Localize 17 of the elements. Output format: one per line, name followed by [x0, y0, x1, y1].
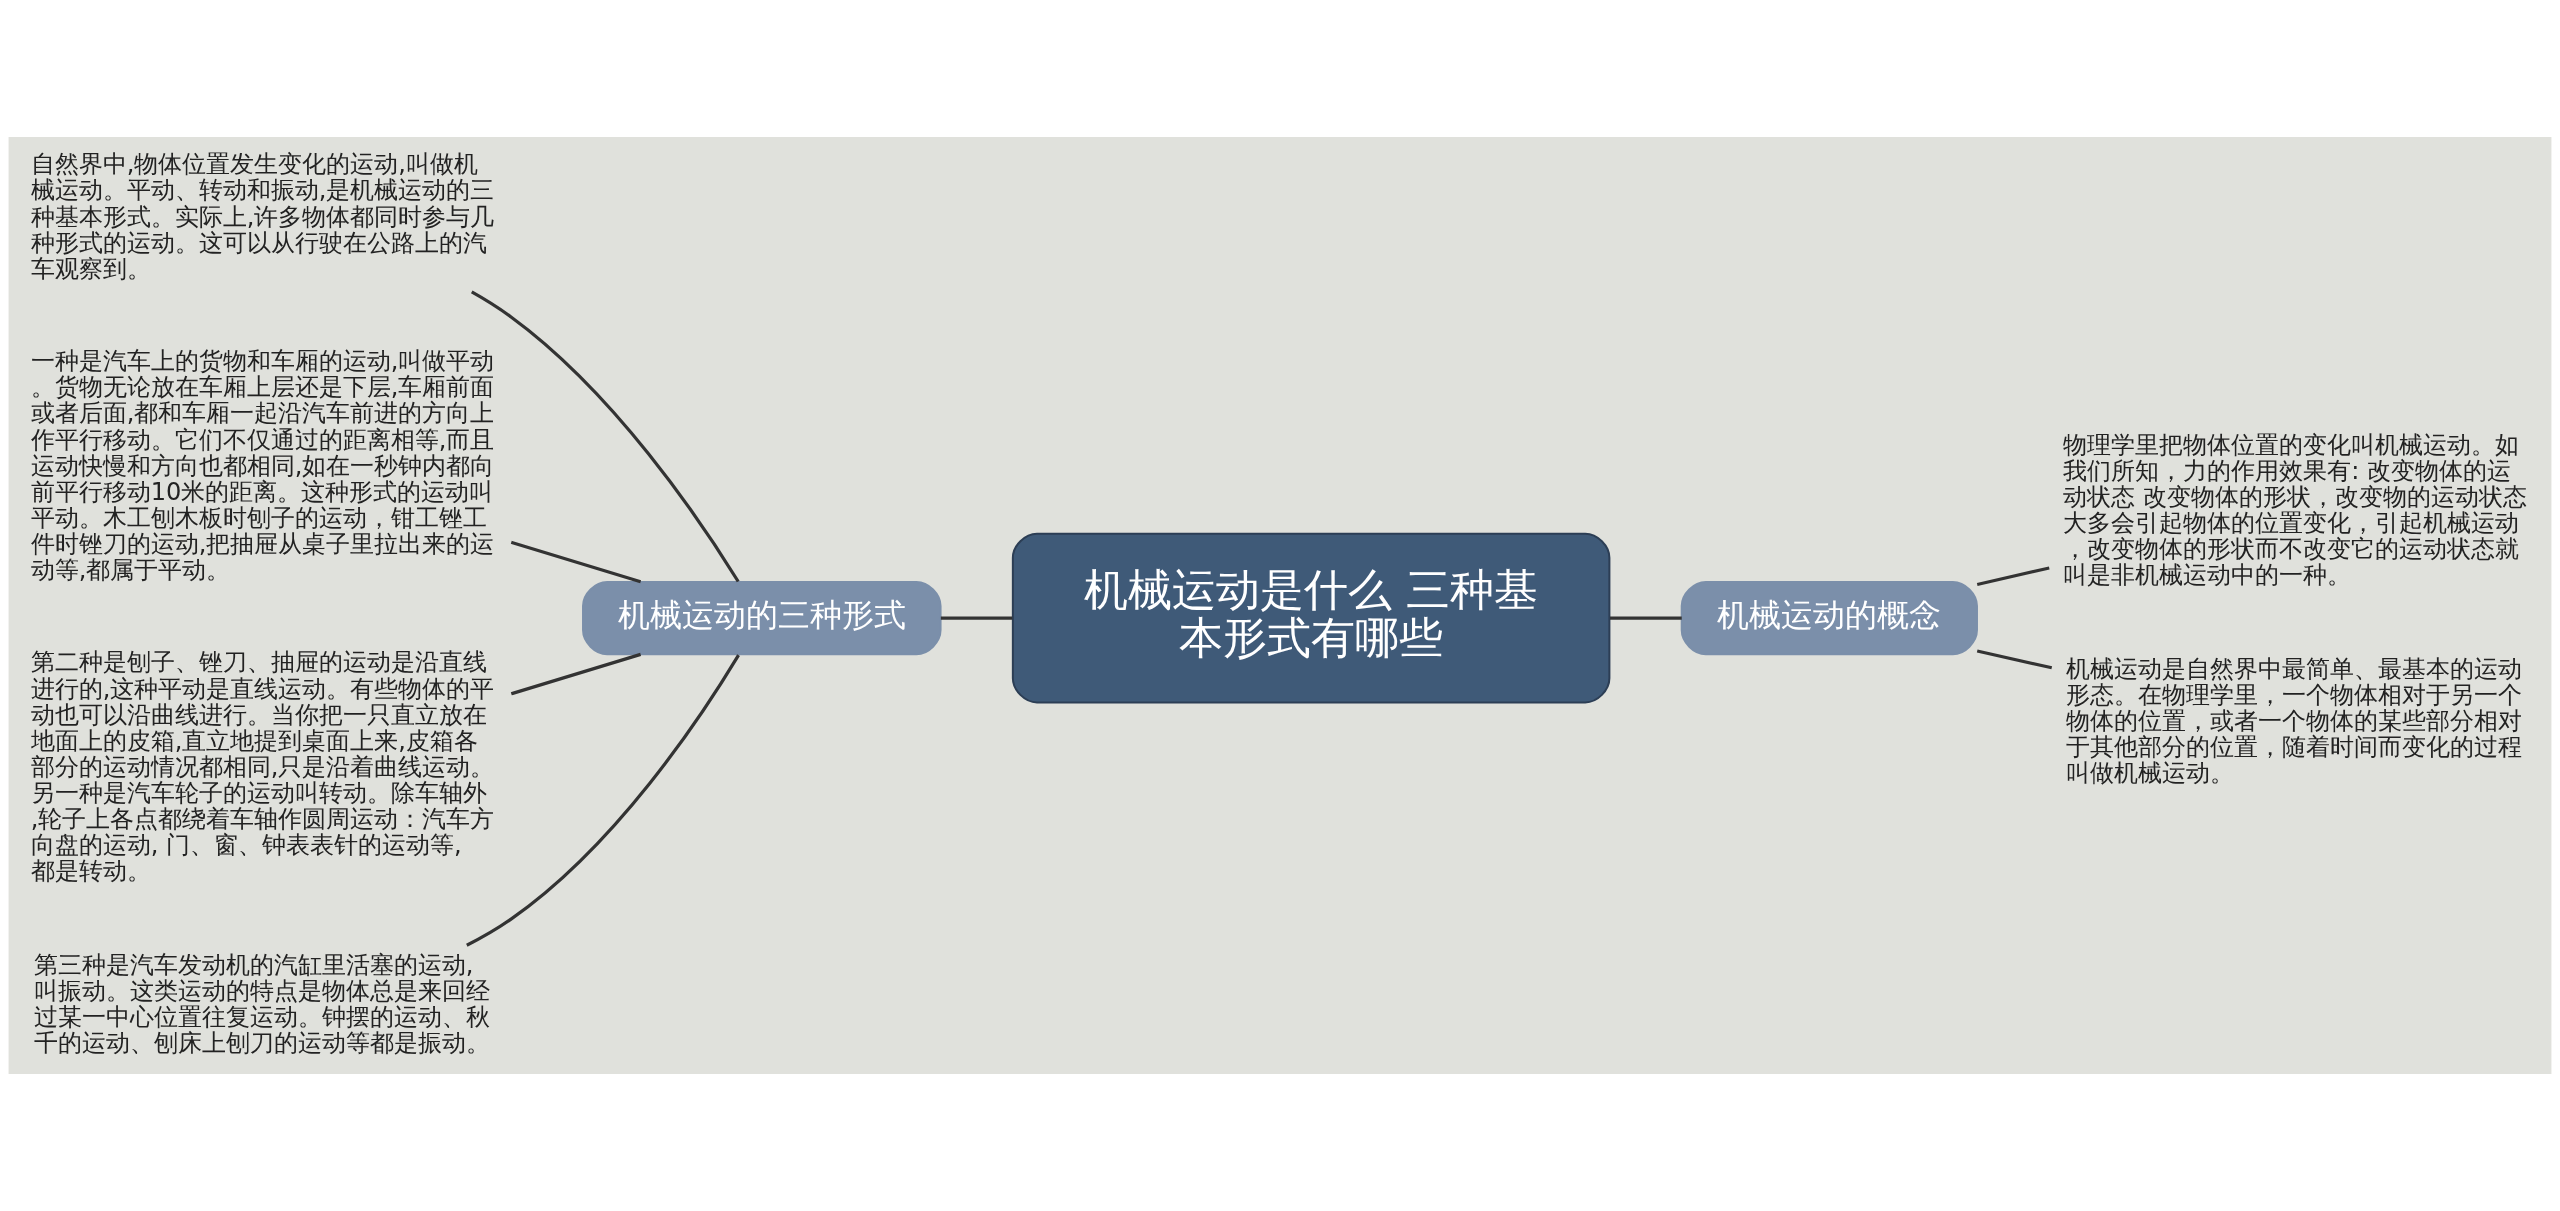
node-text: 物理学里把物体位置的变化叫机械运动。如我们所知，力的作用效果有: 改变物体的运动状态 改变物体的形状，改变物的运动状态大多会引起物体的位置变化，引起机械运动，改变物体的形状而不改变它的运动状态就叫是非机械运动中的一种。: [2063, 430, 2528, 590]
node-text: 第三种是汽车发动机的汽缸里活塞的运动, 叫振动。这类运动的特点是物体总是来回经过某一中心位置往复运动。钟摆的运动、秋千的运动、刨床上刨刀的运动等都是振动。: [33, 950, 490, 1058]
connector: [466, 654, 740, 947]
node-box: 机械运动的三种形式: [582, 580, 942, 656]
connector: [510, 652, 642, 696]
node-text: 机械运动是自然界中最简单、最基本的运动形态。在物理学里，一个物体相对于另一个物体的位置，或者一个物体的某些部分相对于其他部分的位置，随着时间而变化的过程叫做机械运动。: [2066, 654, 2523, 787]
node-box: 机械运动是什么 三种基本形式有哪些: [1011, 532, 1611, 704]
node-text: 第二种是刨子、锉刀、抽屉的运动是沿直线进行的,这种平动是直线运动。有些物体的平动也可以沿曲线进行。当你把一只直立放在地面上的皮箱,直立地提到桌面上来,皮箱各部分的运动情况都相同,只是沿着曲线运动。另一种是汽车轮子的运动叫转动。除车轴外,轮子上各点都绕着车轴作圆周运动：汽车方向盘的运动, 门、窗、钟表表针的运动等, 都是转动。: [30, 648, 495, 886]
connector: [1976, 649, 2053, 670]
connector: [470, 290, 740, 583]
connector: [510, 540, 642, 584]
connector: [1976, 566, 2050, 587]
node-text: 一种是汽车上的货物和车厢的运动,叫做平动。货物无论放在车厢上层还是下层,车厢前面或者后面,都和车厢一起沿汽车前进的方向上作平行移动。它们不仅通过的距离相等,而且运动快慢和方向也都相同,如在一秒钟内都向前平行移动10米的距离。这种形式的运动叫平动。木工刨木板时刨子的运动，钳工锉工件时锉刀的运动,把抽屉从桌子里拉出来的运动等,都属于平动。: [30, 347, 495, 585]
node-box: 机械运动的概念: [1680, 580, 1978, 656]
connector: [1610, 616, 1682, 620]
node-text: 自然界中,物体位置发生变化的运动,叫做机械运动。平动、转动和振动,是机械运动的三种基本形式。实际上,许多物体都同时参与几种形式的运动。这可以从行驶在公路上的汽车观察到。: [30, 150, 495, 283]
connector: [940, 616, 1013, 620]
